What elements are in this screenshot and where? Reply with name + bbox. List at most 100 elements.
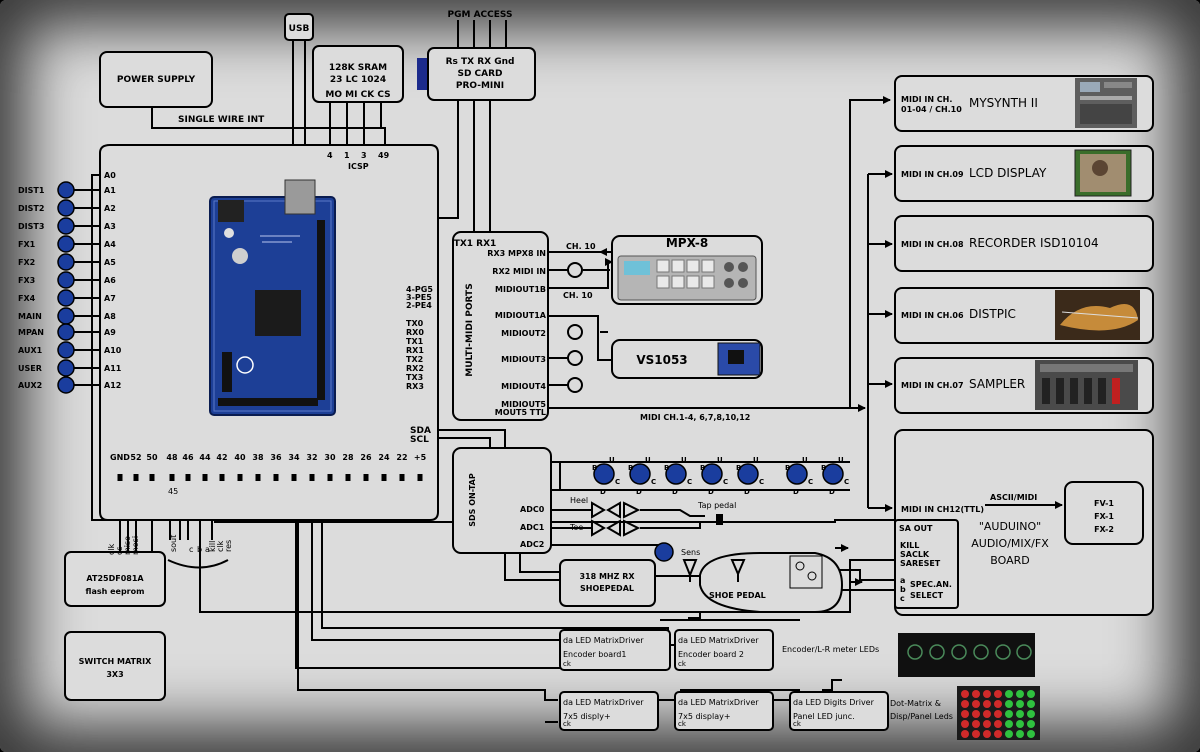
- recorder-midi: MIDI IN CH.08: [901, 240, 964, 249]
- analog-pin-label: A10: [104, 346, 122, 355]
- distpic-name: DISTPIC: [969, 307, 1016, 321]
- header-pin-label: 44: [199, 453, 211, 462]
- driver-2-sub: Encoder board 2: [678, 650, 744, 659]
- header-pin: [363, 474, 369, 481]
- rx-title-1: 318 MHZ RX: [579, 572, 635, 581]
- multi-midi-box: [452, 231, 549, 421]
- sds-button: [737, 463, 759, 485]
- matrix-led: [994, 700, 1002, 708]
- toe-label: Toe: [569, 523, 583, 532]
- sampler-picture: [1035, 360, 1138, 410]
- single-wire-label: SINGLE WIRE INT: [178, 115, 265, 125]
- driver-3-ck: ck: [563, 720, 572, 728]
- sd-card-slot: [417, 58, 427, 90]
- driver-4-box: [674, 691, 774, 731]
- matrix-led: [972, 720, 980, 728]
- rx-antenna-icon: [682, 559, 698, 582]
- flash-pin-cs: cs: [115, 546, 124, 555]
- matrix-led: [983, 690, 991, 698]
- matrix-led: [994, 730, 1002, 738]
- scl-label: SCL: [410, 435, 429, 445]
- encoder-meter-panel: [898, 633, 1035, 677]
- header-pin-label: 24: [378, 453, 390, 462]
- header-pin: [381, 474, 387, 481]
- matrix-led: [983, 710, 991, 718]
- pot-knobs: [57, 181, 75, 394]
- midi-tx-rx-label: TX1 RX1: [454, 239, 497, 249]
- matrix-led: [1027, 700, 1035, 708]
- fv-1: FV-1: [1094, 499, 1114, 508]
- adc0-label: ADC0: [520, 505, 545, 514]
- icsp-pin-49: 49: [378, 151, 390, 160]
- matrix-led: [1016, 730, 1024, 738]
- header-pin: [149, 474, 155, 481]
- mix-midi-in: MIDI IN CH12(TTL): [901, 505, 984, 514]
- input-label: DIST1: [18, 186, 45, 195]
- bus-b: b: [197, 545, 202, 554]
- matrix-led: [961, 720, 969, 728]
- mysynth-picture: [1075, 78, 1137, 128]
- sds-button-c: C: [808, 478, 813, 486]
- arduino-mega-picture: [209, 179, 336, 416]
- sds-button: [665, 463, 687, 485]
- bus-sout: sout: [169, 535, 178, 552]
- driver-5-title: da LED Digits Driver: [793, 698, 875, 707]
- header-pin: [117, 474, 123, 481]
- matrix-led: [994, 710, 1002, 718]
- select-label: SELECT: [910, 591, 944, 600]
- pin-45: 45: [168, 487, 178, 496]
- analog-pin-label: A12: [104, 381, 121, 390]
- sda-label: SDA: [410, 426, 431, 436]
- mix-inputs-box: [894, 519, 959, 609]
- input-label: DIST3: [18, 222, 44, 231]
- header-pin: [273, 474, 279, 481]
- matrix-led: [1005, 710, 1013, 718]
- sds-button-b: B: [736, 464, 741, 472]
- header-pin: [202, 474, 208, 481]
- input-label: AUX2: [18, 381, 42, 390]
- driver-3-title: da LED MatrixDriver: [563, 698, 644, 707]
- pot-knob: [57, 376, 75, 394]
- fv-box: [1064, 481, 1144, 545]
- power-supply-label: POWER SUPPLY: [117, 75, 196, 85]
- pot-knob: [57, 341, 75, 359]
- kill-label: KILL: [900, 541, 919, 550]
- header-pin: [169, 474, 175, 481]
- icsp-pin-4: 4: [327, 151, 333, 160]
- analog-pin-label: A0: [104, 171, 116, 180]
- sds-button-d: D: [600, 488, 606, 496]
- matrix-led: [983, 730, 991, 738]
- input-label: FX4: [18, 294, 36, 303]
- midi-port-label: MIDIOUT3: [501, 355, 546, 364]
- sa-out-label: SA OUT: [899, 524, 933, 533]
- sampler-name: SAMPLER: [969, 377, 1025, 391]
- matrix-led: [961, 690, 969, 698]
- port-label: 3-PE5: [406, 293, 432, 302]
- header-pin-label: 32: [306, 453, 317, 462]
- header-pin-label: 52: [130, 453, 141, 462]
- lcd-display-picture: [1074, 149, 1132, 197]
- sds-button-u: U: [609, 456, 615, 464]
- sram-part: 23 LC 1024: [330, 75, 386, 85]
- matrix-led: [972, 690, 980, 698]
- driver-4-title: da LED MatrixDriver: [678, 698, 759, 707]
- sds-button: [701, 463, 723, 485]
- icsp-pin-3: 3: [361, 151, 367, 160]
- matrix-led: [1027, 710, 1035, 718]
- ch10-label-1: CH. 10: [566, 242, 596, 251]
- heel-label: Heel: [570, 496, 588, 505]
- pot-knob: [57, 217, 75, 235]
- analog-pin-label: A1: [104, 186, 116, 195]
- device-pictures: [209, 78, 1140, 740]
- matrix-led: [961, 700, 969, 708]
- usb-label: USB: [289, 24, 310, 34]
- pot-knob: [57, 323, 75, 341]
- header-pin-label: 50: [146, 453, 158, 462]
- midi-port-label: RX3 MPX8 IN: [487, 249, 546, 258]
- matrix-led: [983, 720, 991, 728]
- sds-button-u: U: [717, 456, 723, 464]
- sds-button-d: D: [829, 488, 835, 496]
- sds-button: [786, 463, 808, 485]
- midi-port-label: MOUT5 TTL: [495, 408, 546, 417]
